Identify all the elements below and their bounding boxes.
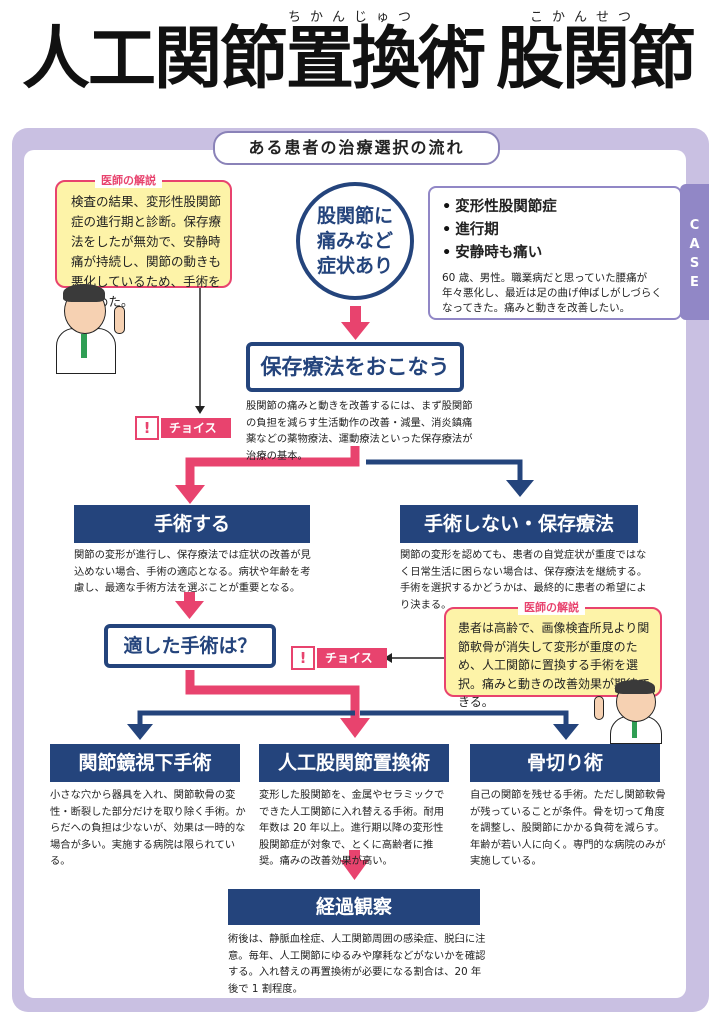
- conservative-title: 保存療法をおこなう: [246, 342, 464, 392]
- option-arthroscopy-description: 小さな穴から器具を入れ、関節軟骨の変性・断裂した部分だけを取り除く手術。からだへ…: [50, 789, 246, 867]
- case-box: •変形性股関節症 •進行期 •安静時も痛い 60 歳、男性。職業病だと思っていた…: [428, 186, 682, 320]
- arrow-shaft-pink: [184, 592, 195, 604]
- choice-tag-1: ! チョイス: [135, 416, 245, 440]
- doctor-tie: [81, 334, 87, 358]
- case-item: •変形性股関節症: [442, 196, 668, 219]
- arrow-head-no-surgery: [506, 480, 534, 497]
- arrow-to-arthroscopy: [137, 710, 355, 728]
- question-box: 適した手術は？: [104, 624, 276, 668]
- bullet-icon: •: [442, 222, 452, 238]
- case-item-text: 進行期: [455, 222, 499, 238]
- doctor-hair: [63, 284, 105, 302]
- no-surgery-title: 手術しない・保存療法: [400, 505, 638, 543]
- arrow-to-hip-replacement: [185, 670, 360, 722]
- title-ruby-kokansetsu: こかんせつ: [530, 10, 641, 25]
- doctor-illustration-1: [52, 280, 132, 374]
- doctor-pointing-finger: [594, 696, 604, 720]
- followup-description: 術後は、静脈血栓症、人工関節周囲の感染症、脱臼に注意。毎年、人工関節にゆるみや摩…: [228, 933, 486, 995]
- doctor-note-1-text: 検査の結果、変形性股関節症の進行期と診断。保存療法をしたが無効で、安静時痛が持続…: [71, 194, 222, 309]
- case-description: 60 歳、男性。職業病だと思っていた腰痛が年々悪化し、最近は足の曲げ伸ばしがしづ…: [442, 272, 662, 314]
- arrow-shaft-pink: [349, 850, 360, 864]
- arrow-head-pink: [340, 860, 369, 880]
- arrow-head-surgery: [175, 485, 205, 504]
- option-osteotomy-title: 骨切り術: [470, 744, 660, 782]
- doctor-hair: [615, 680, 655, 694]
- bullet-icon: •: [442, 199, 452, 215]
- conservative-description: 股関節の痛みと動きを改善するには、まず股関節の負担を減らす生活動作の改善・減量、…: [246, 400, 473, 462]
- note-connector-arrowhead: [195, 406, 205, 414]
- case-tab: C A S E: [680, 184, 709, 320]
- arrow-head-pink: [175, 601, 204, 619]
- doctor-note-2-text: 患者は高齢で、画像検査所見より関節軟骨が消失して変形が重度のため、人工関節に置換…: [458, 621, 651, 709]
- exclamation-icon: !: [291, 646, 315, 670]
- arrow-to-no-surgery: [366, 459, 523, 484]
- option-osteotomy-description: 自己の関節を残せる手術。ただし関節軟骨が残っていることが条件。骨を切って角度を調…: [470, 789, 666, 867]
- case-tab-letter: A: [689, 237, 700, 252]
- case-item: •進行期: [442, 219, 668, 242]
- option-hip-replacement-title: 人工股関節置換術: [259, 744, 449, 782]
- arrow-to-osteotomy: [360, 710, 569, 728]
- option-arthroscopy-title: 関節鏡視下手術: [50, 744, 240, 782]
- choice-label: チョイス: [161, 418, 231, 438]
- surgery-title: 手術する: [74, 505, 310, 543]
- symptom-circle: 股関節に痛みなど症状あり: [296, 182, 414, 300]
- arrow-to-surgery: [185, 446, 360, 490]
- bullet-icon: •: [442, 245, 452, 261]
- arrow-shaft-pink: [350, 306, 361, 326]
- doctor-tie: [632, 720, 637, 738]
- page-title-main: 人工関節置換術: [22, 20, 486, 99]
- doctor-note-1-label: 医師の解説: [95, 172, 162, 188]
- note2-connector-arrowhead: [384, 653, 392, 663]
- case-item-text: 変形性股関節症: [455, 199, 557, 215]
- doctor-illustration-2: [588, 680, 668, 744]
- title-ruby-chikanjutsu: ちかんじゅつ: [288, 10, 421, 25]
- doctor-note-2-label: 医師の解説: [518, 599, 585, 615]
- choice-tag-2: ! チョイス: [291, 646, 389, 670]
- doctor-note-1: 検査の結果、変形性股関節症の進行期と診断。保存療法をしたが無効で、安静時痛が持続…: [55, 180, 232, 309]
- doctor-pointing-finger: [114, 306, 125, 334]
- arrow-head-pink: [341, 322, 370, 340]
- page-title-sub: 股関節: [496, 20, 696, 99]
- case-tab-letter: C: [689, 218, 700, 233]
- flow-title: ある患者の治療選択の流れ: [213, 131, 500, 165]
- arrow-head-arthroscopy: [127, 724, 153, 740]
- case-tab-letter: E: [690, 275, 699, 290]
- surgery-description: 関節の変形が進行し、保存療法では症状の改善が見込めない場合、手術の適応となる。病…: [74, 549, 311, 594]
- option-hip-replacement-description: 変形した股関節を、金属やセラミックでできた人工関節に入れ替える手術。耐用年数は …: [259, 789, 445, 867]
- no-surgery-description: 関節の変形を認めても、患者の自覚症状が重度ではなく日常生活に困らない場合は、保存…: [400, 549, 648, 611]
- arrow-head-hip-replacement: [340, 718, 370, 738]
- case-item: •安静時も痛い: [442, 242, 668, 265]
- followup-title: 経過観察: [228, 889, 480, 925]
- case-item-text: 安静時も痛い: [455, 245, 543, 261]
- choice-label: チョイス: [317, 648, 387, 668]
- arrow-head-osteotomy: [553, 724, 579, 740]
- case-tab-letter: S: [689, 256, 700, 271]
- exclamation-icon: !: [135, 416, 159, 440]
